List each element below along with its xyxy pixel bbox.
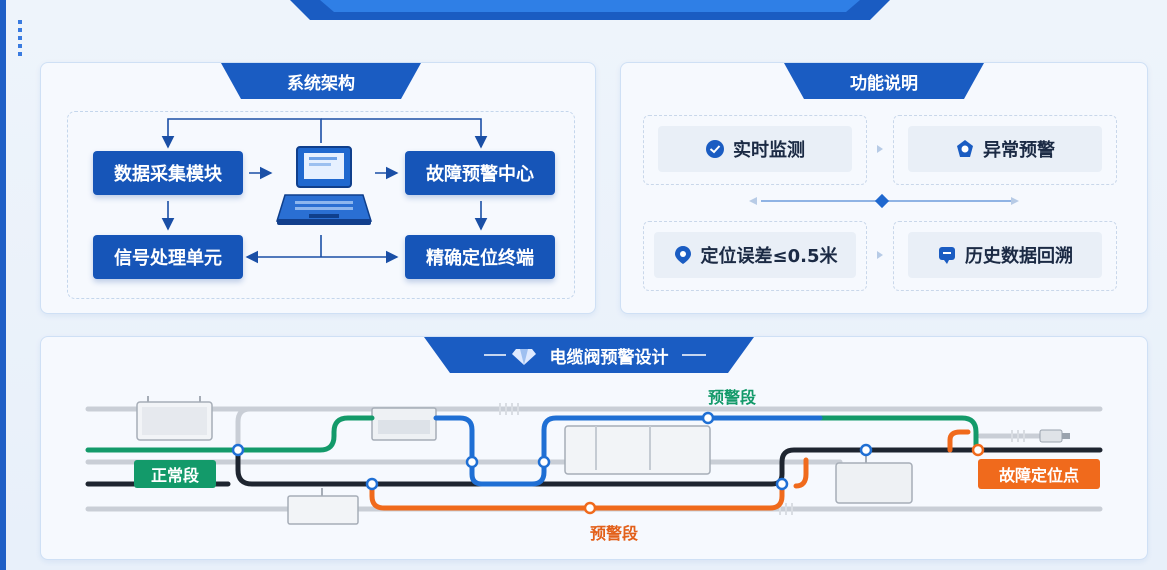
cable-design-title: 电缆阀预警设计 <box>424 337 754 373</box>
junction-node <box>365 477 379 491</box>
data-collection-module[interactable]: 数据采集模块 <box>93 151 243 195</box>
laptop-icon <box>275 146 373 225</box>
fault-point-label: 故障定位点 <box>978 459 1100 489</box>
warning-segment-orange-label: 预警段 <box>590 524 639 543</box>
equipment-box-1 <box>136 396 213 441</box>
equipment-box-5 <box>835 450 913 504</box>
warning-segment-green-label: 预警段 <box>708 388 757 407</box>
feature-location-label: 定位误差≤0.5米 <box>700 246 838 267</box>
feature-card-history: 历史数据回溯 <box>893 221 1117 291</box>
features-title: 功能说明 <box>784 63 984 99</box>
feature-realtime[interactable]: 实时监测 <box>658 126 852 172</box>
junction-node <box>859 443 873 457</box>
blue-cable <box>433 415 823 487</box>
feature-location[interactable]: 定位误差≤0.5米 <box>654 232 856 278</box>
orange-cable <box>369 481 785 511</box>
normal-segment-label: 正常段 <box>134 460 216 488</box>
chat-icon <box>939 247 955 264</box>
junction-node <box>465 455 479 469</box>
equipment-box-2 <box>371 407 437 441</box>
feature-alert[interactable]: 异常预警 <box>908 126 1102 172</box>
feature-alert-label: 异常预警 <box>983 140 1055 161</box>
architecture-title: 系统架构 <box>221 63 421 99</box>
junction-node <box>775 477 789 491</box>
architecture-panel: 系统架构 <box>40 62 596 314</box>
junction-node <box>231 443 245 457</box>
location-icon <box>674 246 691 264</box>
diamond-icon <box>512 349 536 365</box>
equipment-box-3 <box>564 425 711 475</box>
feature-card-realtime: 实时监测 <box>643 115 867 185</box>
precise-locating-terminal[interactable]: 精确定位终端 <box>405 235 555 279</box>
orange-node <box>583 501 597 515</box>
architecture-connectors <box>161 118 488 264</box>
feature-history[interactable]: 历史数据回溯 <box>908 232 1102 278</box>
green-cable-tail <box>817 415 979 453</box>
green-cable <box>85 415 375 453</box>
features-decor <box>749 145 1019 259</box>
junction-node <box>537 455 551 469</box>
equipment-box-4 <box>287 488 359 525</box>
plug-icon <box>1039 429 1070 443</box>
feature-history-label: 历史数据回溯 <box>965 246 1073 267</box>
architecture-inner-frame <box>67 111 575 299</box>
features-panel: 功能说明 实时监测 异常预警 定 <box>620 62 1148 314</box>
top-decor-bar <box>290 0 890 20</box>
alert-pin-icon <box>957 140 973 157</box>
feature-card-alert: 异常预警 <box>893 115 1117 185</box>
fault-node <box>971 443 985 457</box>
orange-cable-tail <box>793 457 809 489</box>
junction-node <box>701 411 715 425</box>
feature-realtime-label: 实时监测 <box>733 140 805 161</box>
check-icon <box>706 140 724 158</box>
feature-card-location: 定位误差≤0.5米 <box>643 221 867 291</box>
signal-processing-unit[interactable]: 信号处理单元 <box>93 235 243 279</box>
frame-accent <box>0 0 6 570</box>
decorative-dots <box>18 20 22 60</box>
fault-warning-center[interactable]: 故障预警中心 <box>405 151 555 195</box>
orange-cable-end <box>947 429 971 453</box>
